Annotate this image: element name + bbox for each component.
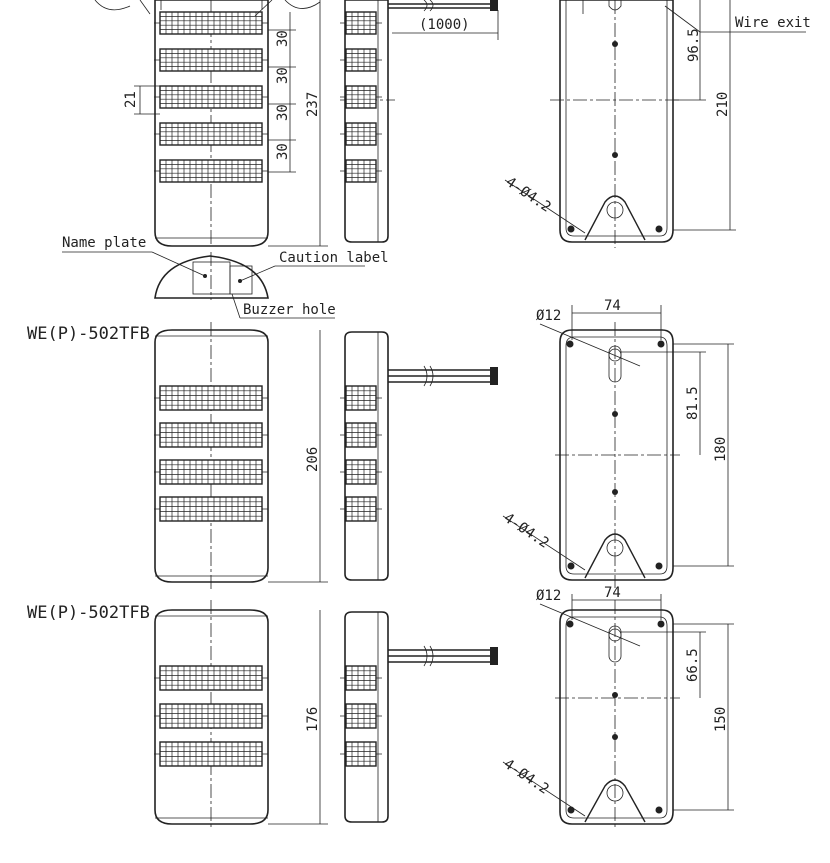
back-view-3-tier: 74 Ø12 66.5 150 4-Ø4.2 — [501, 585, 734, 830]
hole-dia-a: Ø12 — [536, 308, 561, 324]
side-light-tier — [340, 422, 382, 448]
light-tier — [154, 741, 268, 767]
side-light-tier — [340, 496, 382, 522]
side-light-tier — [340, 459, 382, 485]
dim-total-5: 237 — [305, 92, 321, 117]
light-tier — [154, 159, 268, 183]
dim-base-4: 180 — [713, 437, 729, 462]
dim-width-b: 74 — [604, 585, 621, 601]
pitch-30-b: 30 — [275, 67, 291, 84]
light-tier — [154, 422, 268, 448]
front-view-5-tier — [94, 0, 321, 247]
light-tier — [154, 11, 268, 35]
light-tier — [154, 459, 268, 485]
side-light-tier — [340, 122, 382, 146]
dim-mount-4: 81.5 — [685, 386, 701, 420]
wire-length: (1000) — [419, 17, 470, 33]
dim-base-5: 210 — [715, 92, 731, 117]
back-view-5-tier: Wire exit 96.5 210 4-Ø4.2 — [503, 0, 811, 248]
side-light-tier — [340, 48, 382, 72]
hole-dia-b: Ø12 — [536, 588, 561, 604]
front-view-3-tier: 176 — [154, 600, 328, 830]
front-view-4-tier: 206 — [154, 322, 328, 590]
side-light-tier — [340, 703, 382, 729]
model-label-b: WE(P)-502TFB — [27, 603, 150, 623]
light-tier — [154, 665, 268, 691]
light-tier — [154, 85, 268, 109]
tier-dimensions: 30 30 30 30 237 21 — [123, 0, 328, 247]
screw-holes-a: 4-Ø4.2 — [503, 174, 554, 216]
light-tier — [154, 703, 268, 729]
pitch-30-d: 30 — [275, 143, 291, 160]
side-view-5-tier: (1000) — [340, 0, 499, 243]
light-tier — [154, 385, 268, 411]
side-light-tier — [340, 741, 382, 767]
pitch-30-a: 30 — [275, 30, 291, 47]
side-light-tier — [340, 665, 382, 691]
light-tier — [154, 496, 268, 522]
model-label-a: WE(P)-502TFB — [27, 324, 150, 344]
light-tier — [154, 122, 268, 146]
dim-mount-5: 96.5 — [686, 28, 702, 62]
dim-tier-height: 21 — [123, 91, 139, 108]
screw-holes-c: 4-Ø4.2 — [501, 756, 552, 798]
wire-exit-label: Wire exit — [735, 15, 811, 31]
name-plate-label: Name plate — [62, 235, 146, 251]
pitch-30-c: 30 — [275, 104, 291, 121]
side-light-tier — [340, 159, 382, 183]
light-tier — [154, 48, 268, 72]
dim-total-3: 176 — [305, 707, 321, 732]
dim-width-a: 74 — [604, 298, 621, 314]
dim-total-4: 206 — [305, 447, 321, 472]
dim-mount-3: 66.5 — [685, 648, 701, 682]
cross-section-view: Name plate Caution label Buzzer hole — [62, 235, 389, 319]
side-light-tier — [340, 85, 382, 109]
side-view-3-tier — [340, 611, 498, 823]
back-view-4-tier: 74 Ø12 81.5 180 4-Ø4.2 — [501, 298, 734, 588]
side-light-tier — [340, 385, 382, 411]
dim-base-3: 150 — [713, 707, 729, 732]
caution-label: Caution label — [279, 250, 389, 266]
screw-holes-b: 4-Ø4.2 — [501, 510, 552, 552]
side-light-tier — [340, 11, 382, 35]
buzzer-hole-label: Buzzer hole — [243, 302, 336, 318]
side-view-4-tier — [340, 331, 498, 581]
